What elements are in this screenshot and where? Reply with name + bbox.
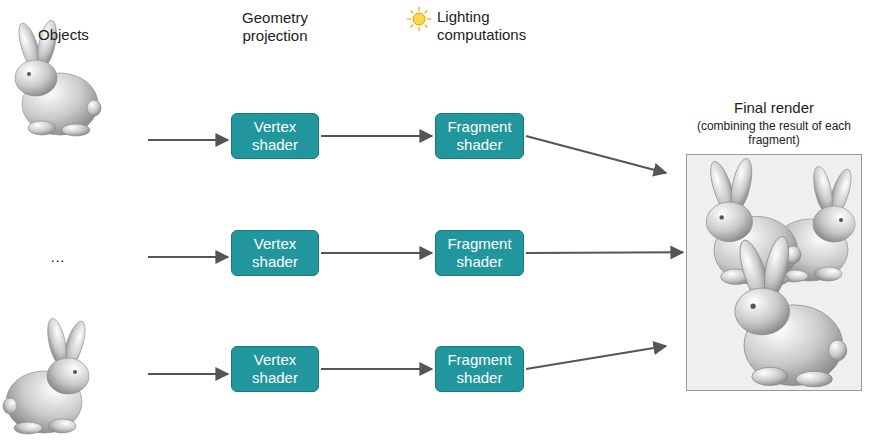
vertex-shader: Vertex shader [231, 346, 319, 392]
vertex-shader: Vertex shader [231, 113, 319, 159]
shader-name: Vertex shader [238, 351, 312, 387]
render-note: (combining the result of each fragment) [667, 119, 877, 147]
fragment-shader: Fragment shader [435, 230, 524, 276]
render-ground [686, 154, 862, 391]
flow-arrow [526, 346, 666, 369]
fragment-shader: Fragment shader [435, 113, 524, 159]
bunny-model [3, 317, 90, 434]
shader-name: Fragment shader [442, 351, 517, 387]
ellipsis: … [50, 248, 80, 266]
flow-arrow [321, 135, 432, 137]
flow-arrow [526, 136, 666, 173]
column-heading: Lighting computations [437, 8, 547, 44]
final-render-frame: Final render(combining the result of eac… [686, 154, 862, 391]
render-heading: Final render [667, 99, 877, 117]
flow-arrow [321, 252, 432, 254]
rendered-bunnies [706, 157, 856, 387]
sun-icon [407, 7, 431, 31]
input-arrow [148, 139, 228, 141]
column-heading: Geometry projection [222, 9, 328, 45]
flow-arrow [526, 251, 683, 254]
shader-name: Fragment shader [442, 235, 517, 271]
flow-arrow [321, 368, 432, 370]
input-arrow [148, 373, 228, 375]
input-arrow [148, 256, 228, 258]
shader-name: Vertex shader [238, 118, 312, 154]
fragment-shader: Fragment shader [435, 346, 524, 392]
shader-name: Fragment shader [442, 118, 517, 154]
column-heading: Objects [38, 26, 118, 44]
vertex-shader: Vertex shader [231, 230, 319, 276]
shader-name: Vertex shader [238, 235, 312, 271]
